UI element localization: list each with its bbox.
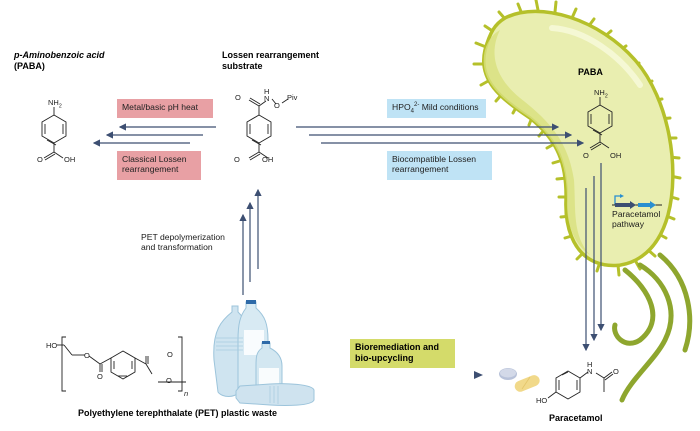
classical-line2: rearrangement <box>122 164 179 175</box>
pet-depoly-line2: and transformation <box>141 242 213 253</box>
plastic-bottles-icon <box>213 300 315 406</box>
pathway-line2: pathway <box>612 219 645 230</box>
lossen-substrate-structure <box>246 97 289 161</box>
pet-o-3: O <box>167 350 173 359</box>
pet-structure <box>57 336 186 392</box>
paracetamol-h: H <box>587 360 593 369</box>
mild-sub: 4 <box>410 108 414 115</box>
pet-n-repeat: n <box>184 389 189 398</box>
pet-depolymerization-label: PET depolymerization and transformation <box>141 232 225 253</box>
metal-heat-condition: Metal/basic pH heat <box>117 99 213 118</box>
pills-icon <box>499 368 540 392</box>
paba-structure-left <box>41 107 67 161</box>
pet-ho: HO <box>46 341 58 350</box>
paracetamol-n: N <box>587 367 593 376</box>
paracetamol-ho: HO <box>536 396 548 405</box>
paracetamol-pathway-label: Paracetamol pathway <box>612 209 660 230</box>
pet-depoly-line1: PET depolymerization <box>141 232 225 242</box>
biocompat-line1: Biocompatible Lossen <box>392 154 477 164</box>
paracetamol-structure <box>547 370 614 400</box>
pathway-line1: Paracetamol <box>612 209 661 219</box>
flagella <box>612 252 693 403</box>
paba-cell-oh: OH <box>610 151 622 160</box>
arrows-to-paracetamol <box>582 163 605 352</box>
classical-lossen-condition: Classical Lossen rearrangement <box>117 151 201 180</box>
bioremed-line1: Bioremediation and <box>355 342 440 352</box>
lossen-o-carbonyl: O <box>235 93 241 102</box>
biocompat-line2: rearrangement <box>392 164 449 175</box>
arrows-to-paba-cell <box>296 123 585 147</box>
paba-title: p-Aminobenzoic acid (PABA) <box>14 50 105 72</box>
paba-title-line2: (PABA) <box>14 60 45 71</box>
lossen-o-acid: O <box>234 155 240 164</box>
biocompatible-lossen-box: Biocompatible Lossen rearrangement <box>387 151 492 180</box>
lossen-title: Lossen rearrangement substrate <box>222 50 319 72</box>
mild-suffix: Mild conditions <box>419 102 479 112</box>
pet-waste-label: Polyethylene terephthalate (PET) plastic… <box>78 408 278 418</box>
arrows-to-paba-left <box>92 123 216 147</box>
lossen-o: O <box>274 101 280 110</box>
lossen-title-line1: Lossen rearrangement <box>222 50 320 60</box>
paba-structure-cell <box>587 97 613 151</box>
paba-cell-o: O <box>583 151 589 160</box>
paba-title-line1: p-Aminobenzoic acid <box>14 50 105 60</box>
paba-cell-nh2: NH2 <box>594 88 608 100</box>
mild-conditions-box: HPO42- Mild conditions <box>387 99 486 118</box>
bioremed-line2: bio-upcycling <box>355 352 414 363</box>
lossen-title-line2: substrate <box>222 60 263 71</box>
lossen-piv: Piv <box>287 93 298 102</box>
bacterium-cell <box>472 0 682 277</box>
bioremediation-arrow <box>322 371 483 379</box>
lossen-n: N <box>264 94 270 103</box>
pet-o-1: O <box>84 351 90 360</box>
bioremediation-box: Bioremediation and bio-upcycling <box>350 339 455 368</box>
paba-left-nh2: NH2 <box>48 98 62 110</box>
mild-prefix: HPO <box>392 102 411 112</box>
gene-cassette-icon <box>612 194 662 209</box>
mild-sup: 2- <box>413 102 420 109</box>
paracetamol-o: O <box>613 367 619 376</box>
lossen-h: H <box>264 87 270 96</box>
paracetamol-label: Paracetamol <box>549 413 603 423</box>
arrows-pet-up <box>239 188 262 295</box>
lossen-oh: OH <box>262 155 274 164</box>
paba-cell-label: PABA <box>578 67 603 77</box>
pet-o-4: O <box>166 376 172 385</box>
classical-line1: Classical Lossen <box>122 154 187 164</box>
paba-left-o: O <box>37 155 43 164</box>
paba-left-oh: OH <box>64 155 76 164</box>
pet-o-2: O <box>97 372 103 381</box>
